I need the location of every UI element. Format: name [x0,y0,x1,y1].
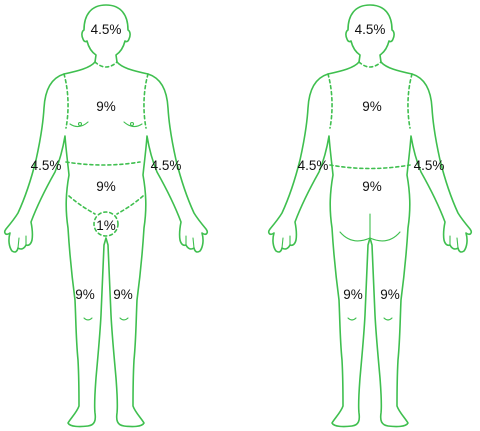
back-neck-line [358,61,382,68]
front-knee-detail [83,317,129,321]
back-left-hand-detail [449,235,459,249]
back-right-leg-label: 9% [343,287,363,302]
front-right-hand-detail [17,235,27,249]
front-waist-line [65,161,141,166]
front-head-outline [81,4,131,63]
back-knee-detail [347,317,393,321]
front-groin-circle [93,211,119,237]
back-right-shoulder-seam [327,73,333,129]
back-waist-line [329,164,411,170]
front-chest-detail [69,121,143,128]
front-left-leg-label: 9% [113,287,133,302]
back-head-label: 4.5% [355,22,386,37]
front-abdomen-label: 9% [96,179,116,194]
back-labels: 4.5% 9% 4.5% 4.5% 9% 9% 9% [298,22,445,302]
front-chest-label: 9% [96,99,116,114]
back-head-outline [345,4,395,63]
back-lower-back-label: 9% [362,179,382,194]
front-groin-label: 1% [96,218,116,233]
front-left-nipple [129,121,135,127]
back-buttocks-detail [339,213,401,242]
front-right-arm-label: 4.5% [31,158,62,173]
front-left-hand-detail [185,235,195,249]
front-right-shoulder-seam [63,73,69,129]
front-right-nipple [77,121,83,127]
back-left-arm-label: 4.5% [414,158,445,173]
back-body-outline [267,61,473,428]
back-figure [267,4,473,428]
back-left-leg-label: 9% [380,287,400,302]
front-groin-lines [68,195,144,215]
front-left-arm-label: 4.5% [151,158,182,173]
front-figure [3,4,209,428]
front-body-outline [3,61,209,428]
front-left-shoulder-seam [143,73,149,129]
front-neck-line [94,61,118,68]
back-right-hand-detail [281,235,291,249]
back-right-arm-label: 4.5% [298,158,329,173]
back-left-shoulder-seam [407,73,413,129]
front-head-label: 4.5% [91,22,122,37]
front-labels: 4.5% 9% 4.5% 4.5% 9% 1% 9% 9% [31,22,182,302]
back-upper-back-label: 9% [362,99,382,114]
front-right-leg-label: 9% [75,287,95,302]
